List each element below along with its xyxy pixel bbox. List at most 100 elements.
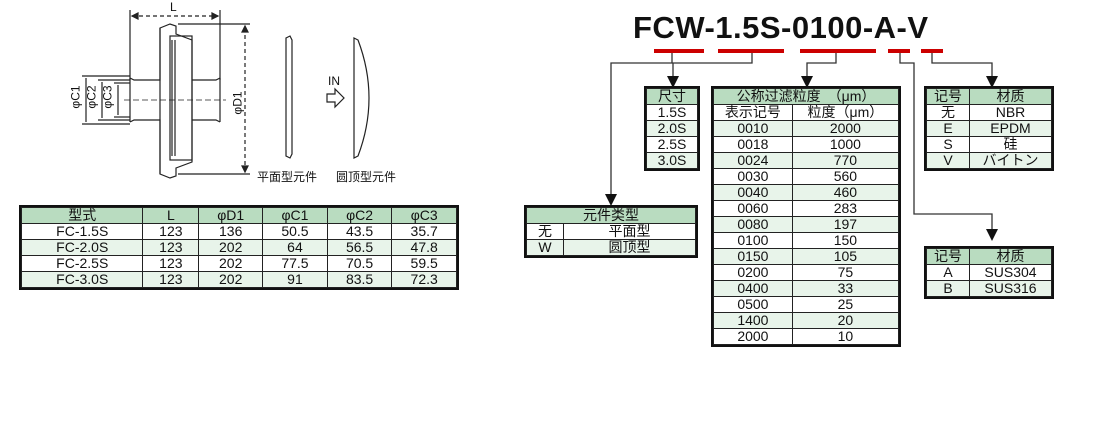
arrow-icon [605, 194, 617, 206]
underline-body-material [888, 49, 910, 53]
cell: 25 [791, 296, 900, 313]
cell: バイトン [969, 152, 1052, 169]
column-header: φD1 [198, 207, 264, 224]
underline-seal-material [921, 49, 943, 53]
cell: 2.0S [646, 120, 698, 137]
cell: 无 [526, 223, 564, 240]
flange-body [159, 23, 193, 179]
cell: 2000 [713, 328, 793, 345]
underline-size [718, 49, 784, 53]
element-type-title: 元件类型 [526, 207, 696, 224]
column-header: 型式 [20, 207, 144, 224]
arrow-icon [667, 76, 679, 88]
table-row: 2.0S [646, 120, 698, 137]
cell: 202 [198, 271, 264, 288]
flow-in-label: IN [328, 74, 340, 88]
cell: 0040 [713, 184, 793, 201]
cell: 75 [791, 264, 900, 281]
cell: 无 [926, 104, 970, 121]
cell: SUS304 [969, 264, 1052, 281]
connector-size [672, 53, 753, 78]
arrow-icon [130, 12, 139, 20]
cell: 硅 [969, 136, 1052, 153]
cell: 0010 [713, 120, 793, 137]
arrow-icon [986, 229, 998, 241]
cell: 2000 [791, 120, 900, 137]
size-title: 尺寸 [646, 88, 698, 105]
cell: S [926, 136, 970, 153]
cell: 59.5 [391, 255, 457, 272]
seal-header-code: 记号 [926, 88, 970, 105]
cell: 202 [198, 255, 264, 272]
cell: 0018 [713, 136, 793, 153]
cell: 0500 [713, 296, 793, 313]
cell: 0150 [713, 248, 793, 265]
body-header-code: 记号 [926, 248, 970, 265]
table-row: 2.5S [646, 136, 698, 153]
cell: V [926, 152, 970, 169]
cell: 123 [142, 223, 200, 240]
cell: 150 [791, 232, 900, 249]
cell: SUS316 [969, 280, 1052, 297]
seal-header-material: 材质 [969, 88, 1052, 105]
column-header: φC2 [326, 207, 393, 224]
cell: 47.8 [391, 239, 457, 256]
cell: 197 [791, 216, 900, 233]
table-row: 1.5S [646, 104, 698, 121]
cell: EPDM [969, 120, 1052, 137]
cell: 0030 [713, 168, 793, 185]
cell: 1.5S [646, 104, 698, 121]
cell: A [926, 264, 970, 281]
cell: 0024 [713, 152, 793, 169]
table-row: 3.0S [646, 152, 698, 169]
cell: 圆顶型 [563, 239, 696, 256]
cell: 0100 [713, 232, 793, 249]
column-header: φC1 [262, 207, 328, 224]
cell: 0200 [713, 264, 793, 281]
connector-filtration [806, 53, 837, 78]
arrow-icon [211, 12, 220, 20]
cell: 72.3 [391, 271, 457, 288]
cell: FC-3.0S [20, 271, 144, 288]
cell: 123 [142, 271, 200, 288]
cell: 33 [791, 280, 900, 297]
connector-type [610, 53, 673, 196]
cell: 1400 [713, 312, 793, 329]
cell: 平面型 [563, 223, 696, 240]
filtration-header-size: 粒度（μm） [791, 104, 900, 121]
cell: 770 [791, 152, 900, 169]
cell: 460 [791, 184, 900, 201]
model-code-title: FCW-1.5S-0100-A-V [633, 10, 929, 45]
cell: 3.0S [646, 152, 698, 169]
cell: NBR [969, 104, 1052, 121]
cell: 64 [262, 239, 328, 256]
cell: 2.5S [646, 136, 698, 153]
